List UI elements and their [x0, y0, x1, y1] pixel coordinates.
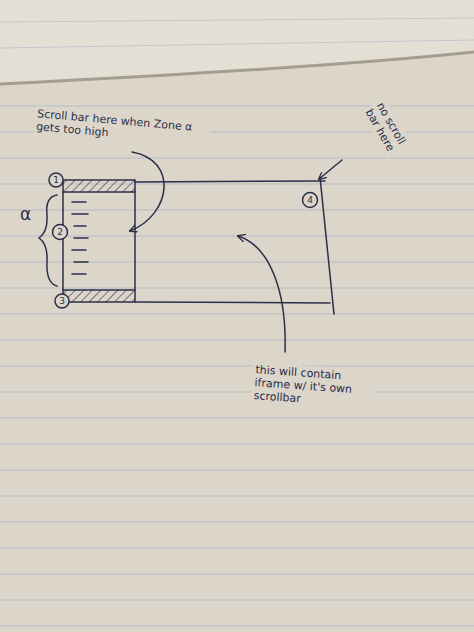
content-dash — [72, 249, 86, 251]
content-dash — [74, 261, 88, 263]
leader-arrow — [130, 152, 164, 231]
ruled-line — [0, 444, 474, 445]
ruled-line — [0, 418, 474, 419]
callout-circle — [53, 225, 68, 240]
ruled-line — [0, 522, 474, 523]
ruled-line — [0, 314, 474, 315]
callout-number: 3 — [59, 297, 65, 306]
annotation-note: Scroll bar here when Zone α gets too hig… — [34, 106, 212, 150]
dimension-label: α — [20, 204, 31, 224]
ruled-line — [0, 18, 474, 22]
ruled-line — [0, 236, 474, 237]
ruled-line — [0, 210, 474, 211]
ruled-line — [0, 262, 474, 263]
hatched-band — [63, 180, 135, 192]
ruled-line — [0, 496, 474, 497]
ruled-line — [0, 626, 474, 627]
callout-number: 4 — [307, 196, 313, 205]
layout-sketch — [39, 152, 342, 352]
ruled-line — [0, 288, 474, 289]
ruled-line — [0, 106, 474, 107]
leader-arrow — [238, 236, 285, 352]
callout-number: 2 — [57, 228, 63, 237]
ruled-line — [0, 158, 474, 159]
annotation-note: this will contain iframe w/ it's own scr… — [251, 362, 376, 412]
ruled-line — [0, 574, 474, 575]
ruled-lines — [0, 106, 474, 626]
page-edge-shadow — [0, 52, 474, 84]
annotation-note: no scroll bar here — [360, 98, 412, 159]
ruled-line — [0, 340, 474, 341]
band-border — [63, 191, 135, 193]
content-dash — [72, 201, 86, 203]
callout-circle — [49, 173, 63, 187]
leader-arrow — [319, 160, 342, 179]
ruled-line — [0, 548, 474, 549]
ruled-line — [0, 392, 474, 393]
hatched-band — [63, 290, 135, 302]
band-border — [63, 289, 135, 291]
content-dash — [72, 273, 86, 275]
callout-circle — [303, 193, 318, 208]
content-dash — [74, 225, 86, 227]
callout-circle — [55, 294, 69, 308]
ruled-line — [0, 366, 474, 367]
left-column-box — [63, 180, 135, 302]
content-dash — [72, 213, 88, 215]
ruled-line — [0, 600, 474, 601]
panel-right-line — [320, 177, 334, 314]
alpha-brace — [39, 195, 57, 286]
ruled-line — [0, 470, 474, 471]
panel-bottom-line — [135, 302, 330, 303]
callout-number: 1 — [53, 176, 59, 185]
folded-page — [0, 0, 474, 84]
folded-page-lines — [0, 18, 474, 48]
ruled-line — [0, 40, 474, 48]
content-dash — [74, 237, 88, 239]
